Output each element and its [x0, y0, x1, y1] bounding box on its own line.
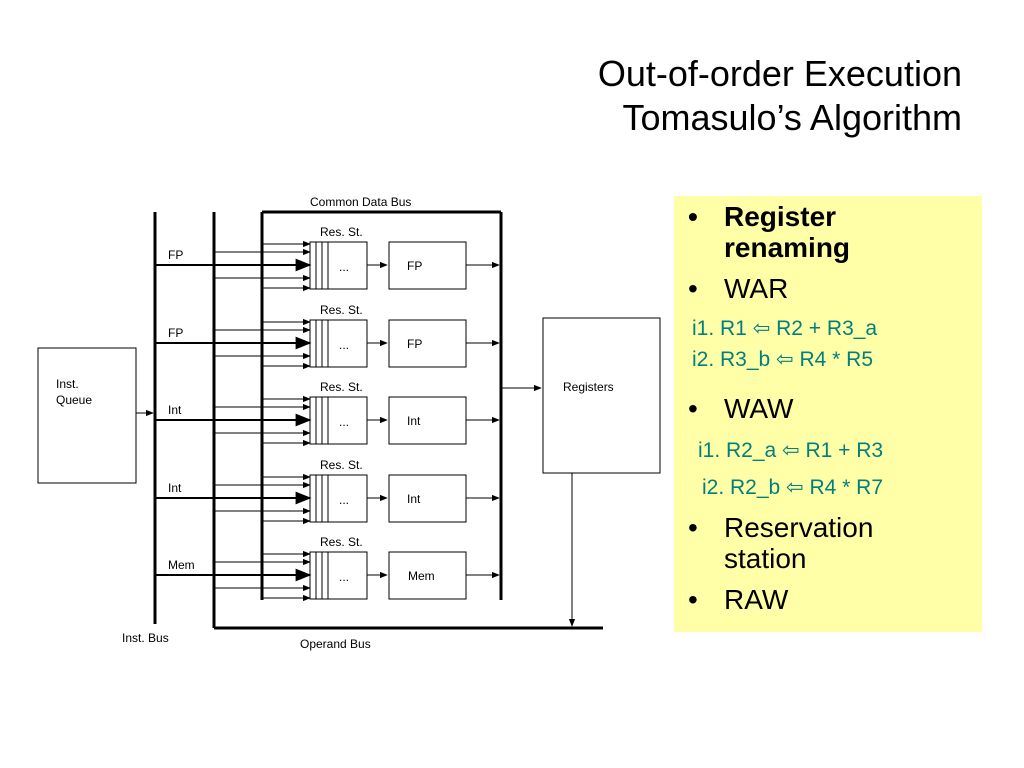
bullet-dot: •: [688, 393, 698, 424]
functional-unit-label: Int: [407, 414, 421, 428]
unit-row-4: Int Res. St.... Int: [168, 458, 467, 523]
res-st-dots: ...: [339, 570, 349, 584]
war-instruction-2: i2. R3_b ⇦ R4 * R5: [692, 348, 874, 371]
inst-bus-label: Inst. Bus: [122, 631, 169, 645]
unit-row-3: Int Res. St.... Int: [168, 380, 467, 445]
inst-queue-label-2: Queue: [56, 393, 92, 407]
bullet-dot: •: [688, 273, 698, 304]
operand-bus-label: Operand Bus: [300, 637, 371, 651]
unit-row-2: FP Res. St.... FP: [168, 303, 467, 368]
res-st-label: Res. St.: [320, 303, 363, 317]
title-line-2: Tomasulo’s Algorithm: [622, 97, 963, 138]
functional-unit-label: Int: [407, 492, 421, 506]
unit-bus-label: FP: [168, 248, 183, 262]
reservation-station: [309, 551, 368, 600]
register-renaming-line-2: renaming: [724, 232, 851, 263]
waw-instruction-2: i2. R2_b ⇦ R4 * R7: [702, 476, 884, 499]
functional-unit-label: Mem: [408, 569, 435, 583]
reservation-line-2: station: [724, 543, 807, 574]
res-st-dots: ...: [339, 338, 349, 352]
raw-label: RAW: [724, 584, 789, 615]
reservation-station: [309, 241, 368, 290]
unit-bus-label: Int: [168, 403, 182, 417]
registers-label: Registers: [563, 380, 614, 394]
reservation-line-1: Reservation: [724, 512, 874, 543]
functional-unit: [388, 474, 467, 523]
functional-unit: [388, 319, 467, 368]
functional-unit: [388, 551, 467, 600]
unit-row-1: FP Res. St.... FP: [168, 225, 467, 290]
notes-panel: • Register renaming • WAR i1. R1 ⇦ R2 + …: [674, 196, 982, 632]
war-instruction-1: i1. R1 ⇦ R2 + R3_a: [692, 317, 878, 340]
slide-title: Out-of-order Execution Tomasulo’s Algori…: [598, 52, 962, 140]
res-st-dots: ...: [339, 415, 349, 429]
title-line-1: Out-of-order Execution: [597, 53, 962, 94]
reservation-station: [309, 396, 368, 445]
inst-queue: Inst. Queue: [37, 347, 137, 484]
waw-instruction-1: i1. R2_a ⇦ R1 + R3: [698, 439, 884, 462]
res-st-label: Res. St.: [320, 535, 363, 549]
bullet-dot: •: [688, 201, 698, 232]
functional-unit-label: FP: [407, 337, 422, 351]
war-label: WAR: [724, 273, 789, 304]
bullet-dot: •: [688, 512, 698, 543]
bullet-dot: •: [688, 584, 698, 615]
cdb-label: Common Data Bus: [310, 195, 411, 209]
functional-unit: [388, 241, 467, 290]
functional-unit: [388, 396, 467, 445]
unit-bus-label: Mem: [168, 558, 195, 572]
unit-row-5: Mem Res. St.... Mem: [168, 535, 467, 600]
res-st-label: Res. St.: [320, 380, 363, 394]
res-st-label: Res. St.: [320, 458, 363, 472]
res-st-dots: ...: [339, 493, 349, 507]
unit-bus-label: Int: [168, 481, 182, 495]
unit-bus-label: FP: [168, 326, 183, 340]
registers-block: Registers: [542, 317, 661, 474]
waw-label: WAW: [724, 393, 794, 424]
register-renaming-line-1: Register: [724, 201, 837, 232]
res-st-label: Res. St.: [320, 225, 363, 239]
functional-unit-label: FP: [407, 259, 422, 273]
inst-queue-label-1: Inst.: [56, 377, 79, 391]
res-st-dots: ...: [339, 260, 349, 274]
